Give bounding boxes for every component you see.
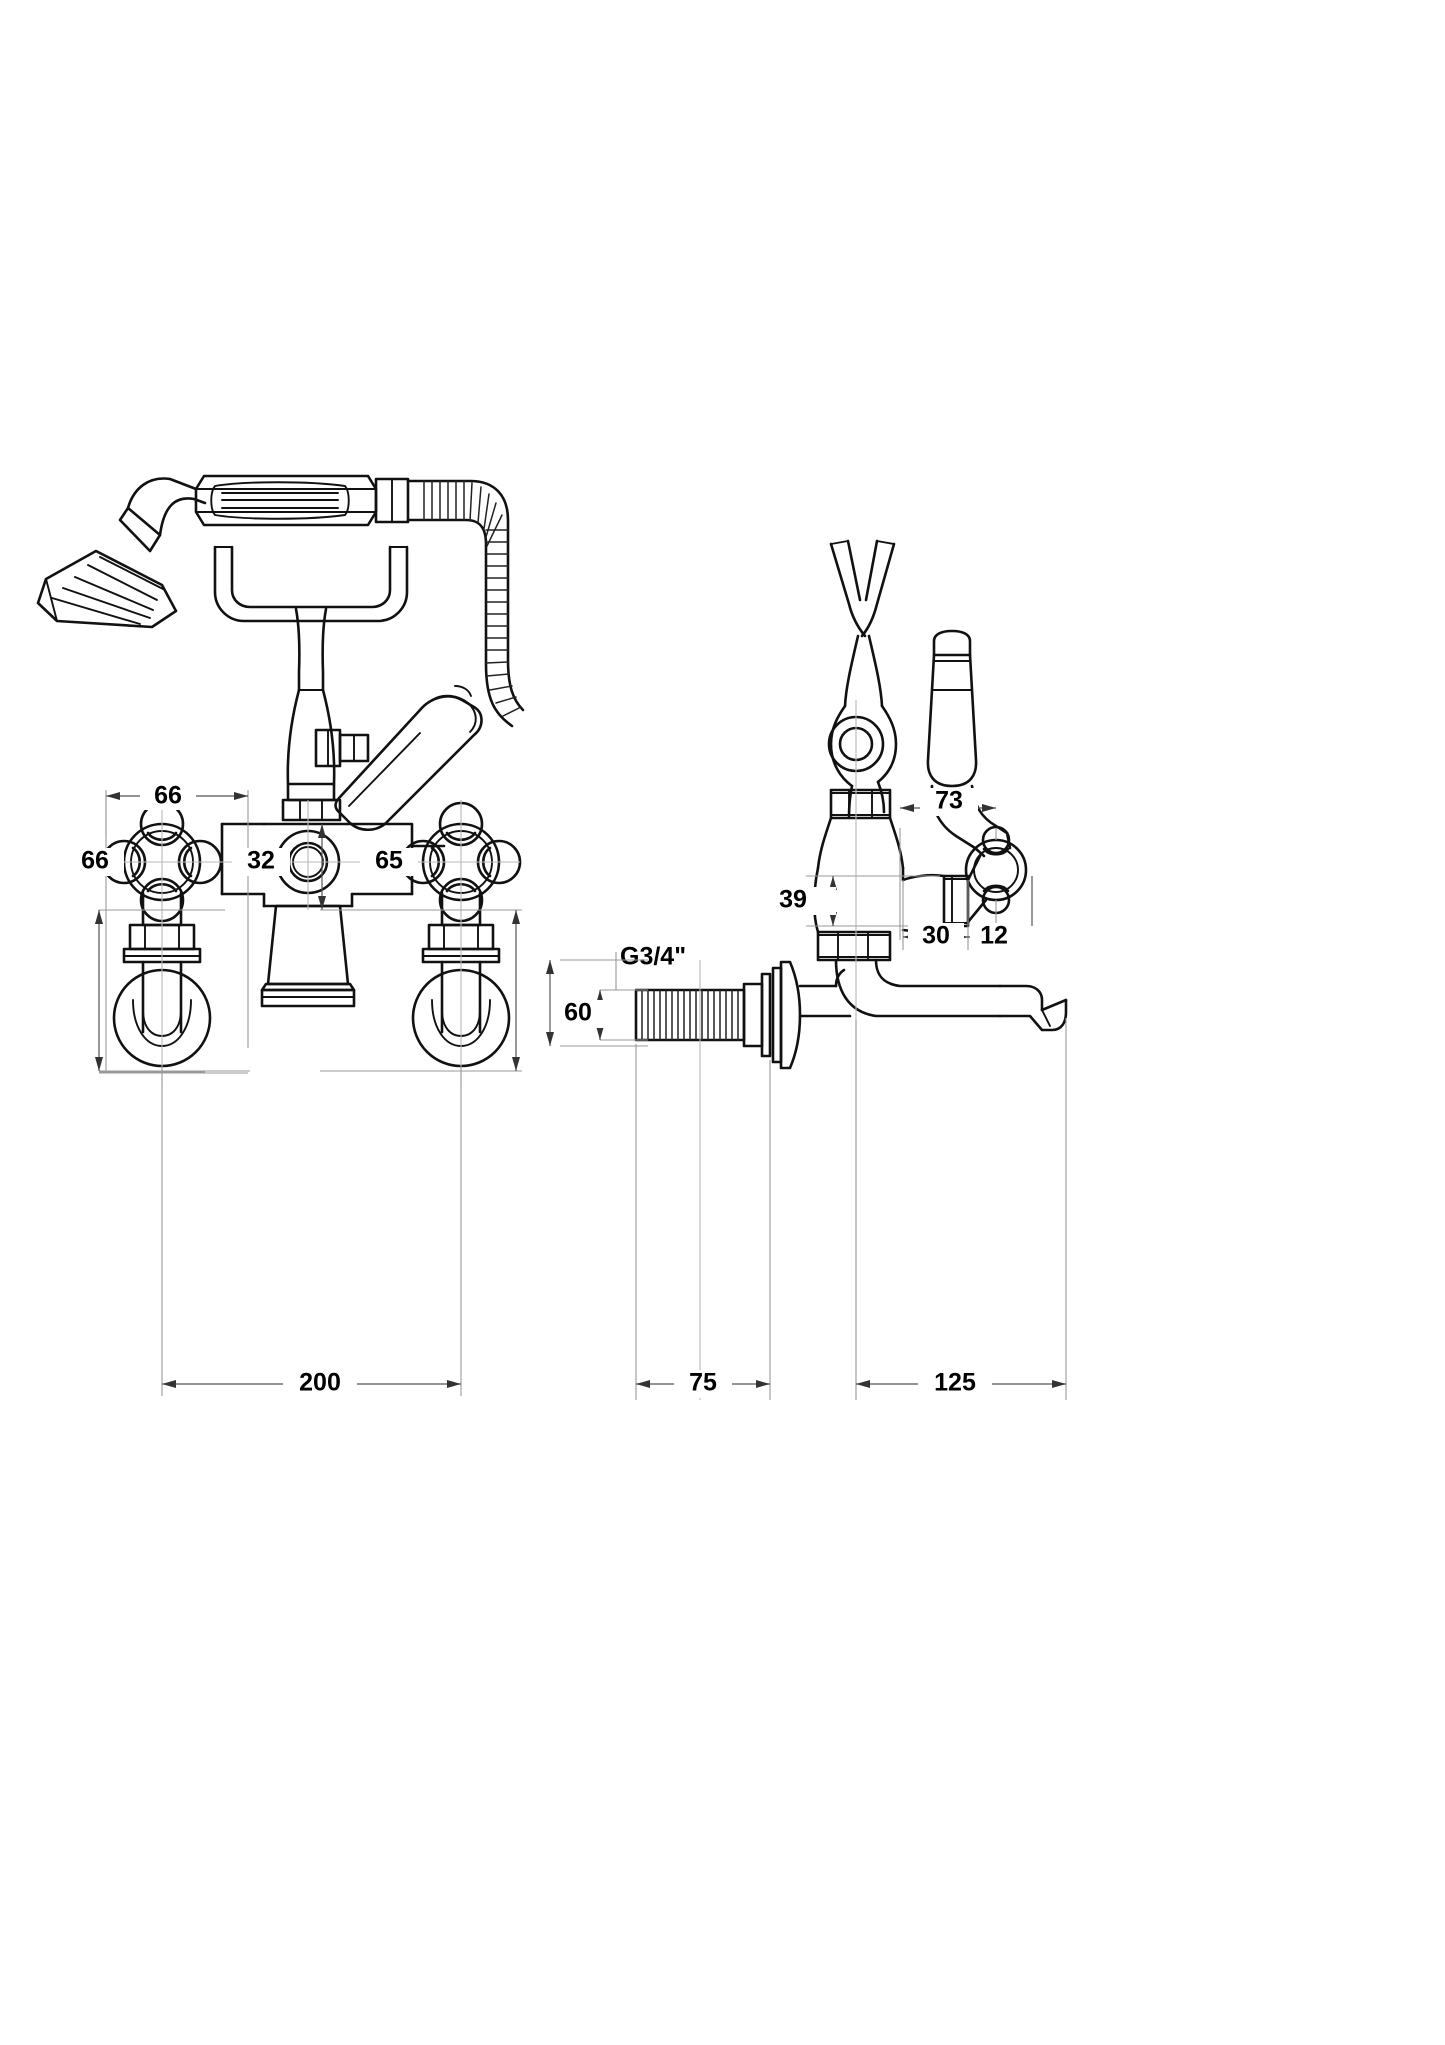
dimension-66-vertical: 66 — [66, 796, 250, 1074]
diverter-lever — [314, 685, 483, 832]
cradle-fork-side — [827, 539, 898, 818]
dimension-label-200: 200 — [299, 1369, 341, 1397]
handset-assembly — [36, 474, 525, 728]
dimension-65: 65 — [320, 847, 522, 1072]
front-view: 66 66 32 — [36, 474, 525, 1398]
dimension-label-75: 75 — [689, 1369, 717, 1397]
handset-cradle — [213, 545, 409, 786]
shower-hose — [406, 479, 525, 728]
dimension-label-65: 65 — [375, 847, 403, 875]
dimension-30-12: 30 12 — [902, 880, 1018, 951]
dimension-75: 75 — [635, 1044, 771, 1400]
handset-collar — [374, 477, 410, 524]
dimension-label-73: 73 — [935, 787, 963, 815]
dimension-label-12: 12 — [980, 922, 1008, 950]
dimension-label-60: 60 — [564, 999, 592, 1027]
side-view: 73 39 30 12 — [546, 539, 1068, 1400]
dimension-label-66-horizontal: 66 — [154, 782, 182, 810]
lever-handle-side — [926, 629, 1028, 915]
dimension-label-32: 32 — [247, 847, 275, 875]
spout-side — [834, 958, 1068, 1032]
dimension-label-g34: G3/4" — [620, 943, 686, 971]
dimension-200: 200 — [161, 1066, 462, 1398]
dimension-125: 125 — [855, 1018, 1067, 1400]
dimension-32: 32 — [232, 824, 326, 910]
dimension-label-66-vertical: 66 — [81, 847, 109, 875]
handset-tube-lower — [158, 497, 207, 537]
dimension-73: 73 — [899, 787, 997, 940]
dimension-39: 39 — [778, 875, 1033, 927]
callout-thread-size: G3/4" — [615, 943, 686, 990]
dimension-label-125: 125 — [934, 1369, 976, 1397]
shower-rose-icon — [36, 549, 178, 629]
dimension-label-30: 30 — [922, 922, 950, 950]
wall-union-side — [634, 960, 852, 1070]
dimension-60: 60 — [546, 959, 648, 1047]
handset-tube-upper — [126, 477, 198, 510]
dimension-label-39: 39 — [779, 886, 807, 914]
